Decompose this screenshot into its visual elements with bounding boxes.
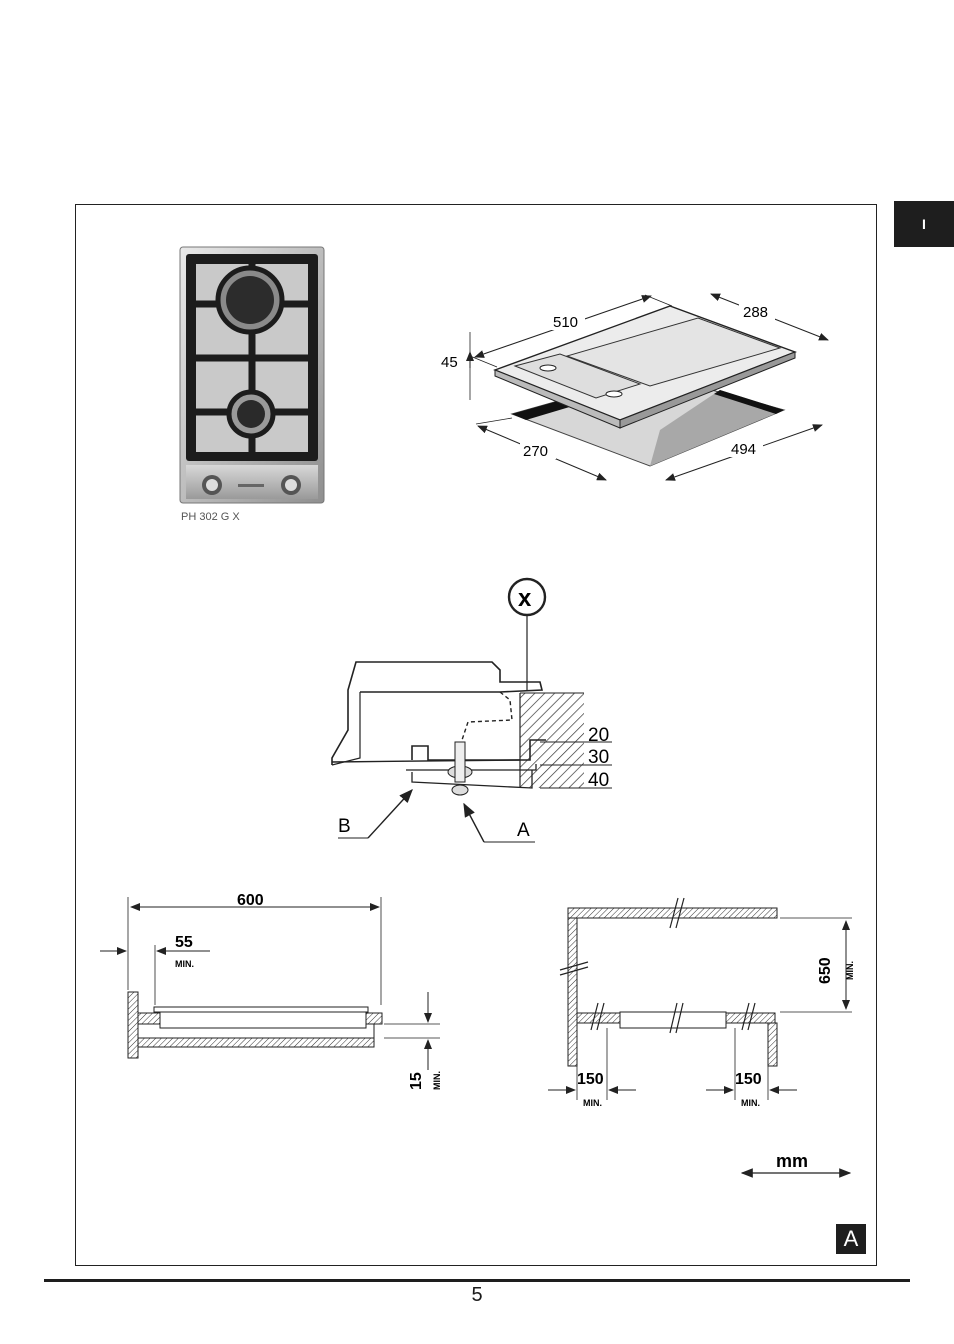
dimension-150-left: 150 bbox=[577, 1071, 604, 1088]
model-label: PH 302 G X bbox=[181, 511, 240, 523]
min-label-650: MIN. bbox=[845, 961, 855, 980]
detail-x-marker: x bbox=[518, 585, 532, 612]
dimension-270: 270 bbox=[523, 443, 548, 460]
isometric-dimension-drawing bbox=[466, 293, 829, 481]
label-b: B bbox=[338, 816, 351, 837]
hob-product-image bbox=[179, 246, 325, 504]
dimension-650: 650 bbox=[817, 957, 834, 984]
front-clearance-drawing bbox=[548, 897, 852, 1100]
dimension-40: 40 bbox=[588, 770, 609, 791]
units-label: mm bbox=[776, 1151, 808, 1171]
min-label-15: MIN. bbox=[432, 1071, 442, 1090]
dimension-30: 30 bbox=[588, 747, 609, 768]
side-clearance-drawing bbox=[100, 897, 440, 1070]
dimension-55: 55 bbox=[175, 934, 193, 951]
figure-label: A bbox=[836, 1224, 866, 1254]
dimension-600: 600 bbox=[237, 892, 264, 909]
min-label-150-left: MIN. bbox=[583, 1098, 602, 1108]
footer-rule bbox=[44, 1279, 910, 1282]
dimension-45: 45 bbox=[441, 354, 458, 371]
dimension-494: 494 bbox=[731, 441, 756, 458]
min-label-150-right: MIN. bbox=[741, 1098, 760, 1108]
dimension-510: 510 bbox=[553, 314, 578, 331]
section-detail-drawing bbox=[331, 577, 612, 843]
dimension-150-right: 150 bbox=[735, 1071, 762, 1088]
language-tab[interactable]: I bbox=[894, 201, 954, 247]
min-label-55: MIN. bbox=[175, 959, 194, 969]
dimension-20: 20 bbox=[588, 725, 609, 746]
label-a: A bbox=[517, 820, 530, 841]
page-number: 5 bbox=[471, 1284, 483, 1306]
dimension-15: 15 bbox=[408, 1072, 425, 1090]
dimension-288: 288 bbox=[743, 304, 768, 321]
figure-frame bbox=[75, 204, 877, 1266]
